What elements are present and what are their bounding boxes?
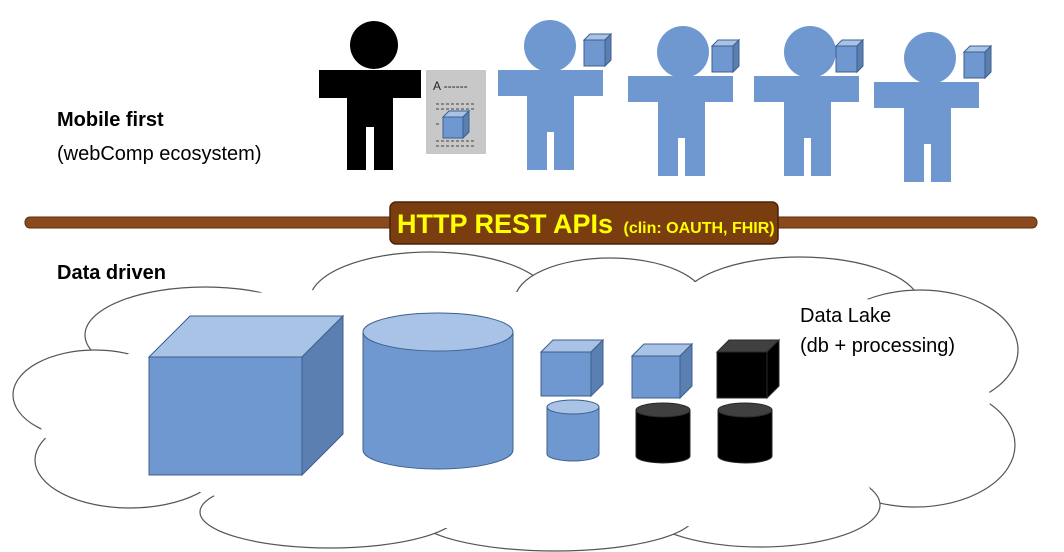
data-section-title: Data driven <box>57 262 166 284</box>
mobile-section-subtitle: (webComp ecosystem) <box>57 143 262 165</box>
small-storage-group <box>539 338 781 464</box>
document-text: A ------ <box>433 79 468 93</box>
cube-icon <box>539 338 605 398</box>
cube-icon <box>962 44 993 80</box>
svg-text:HTTP REST APIs (clin:: HTTP REST APIs (clin: OAUTH, FHIR) <box>397 209 775 239</box>
cube-icon <box>715 338 781 400</box>
cube-icon <box>630 342 694 400</box>
person-icon <box>754 26 859 176</box>
person-icon <box>628 26 733 176</box>
cylinder-icon <box>635 402 691 464</box>
cube-icon <box>834 38 865 74</box>
api-banner-main: HTTP REST APIs <box>397 209 613 239</box>
mobile-section-title: Mobile first <box>57 109 164 131</box>
data-lake-title: Data Lake <box>800 305 891 327</box>
document-icon: A ------ <box>426 70 486 154</box>
data-lake-subtitle: (db + processing) <box>800 335 955 357</box>
person-icon <box>874 32 979 182</box>
cube-icon <box>582 32 613 68</box>
app-users <box>498 20 993 182</box>
large-cube-icon <box>147 314 345 477</box>
cylinder-icon <box>546 399 600 462</box>
person-icon <box>319 21 421 170</box>
data-section: Data driven Data Lake (db + processing) <box>12 251 1019 552</box>
cube-icon <box>710 38 741 74</box>
cube-icon <box>441 109 471 140</box>
cylinder-icon <box>717 402 773 464</box>
mobile-section: Mobile first (webComp ecosystem) A -----… <box>24 20 1038 245</box>
api-banner: HTTP REST APIs (clin: OAUTH, FHIR) <box>389 201 779 245</box>
api-banner-sub: (clin: OAUTH, FHIR) <box>624 220 775 237</box>
large-cylinder-icon <box>362 312 514 470</box>
person-icon <box>498 20 603 170</box>
